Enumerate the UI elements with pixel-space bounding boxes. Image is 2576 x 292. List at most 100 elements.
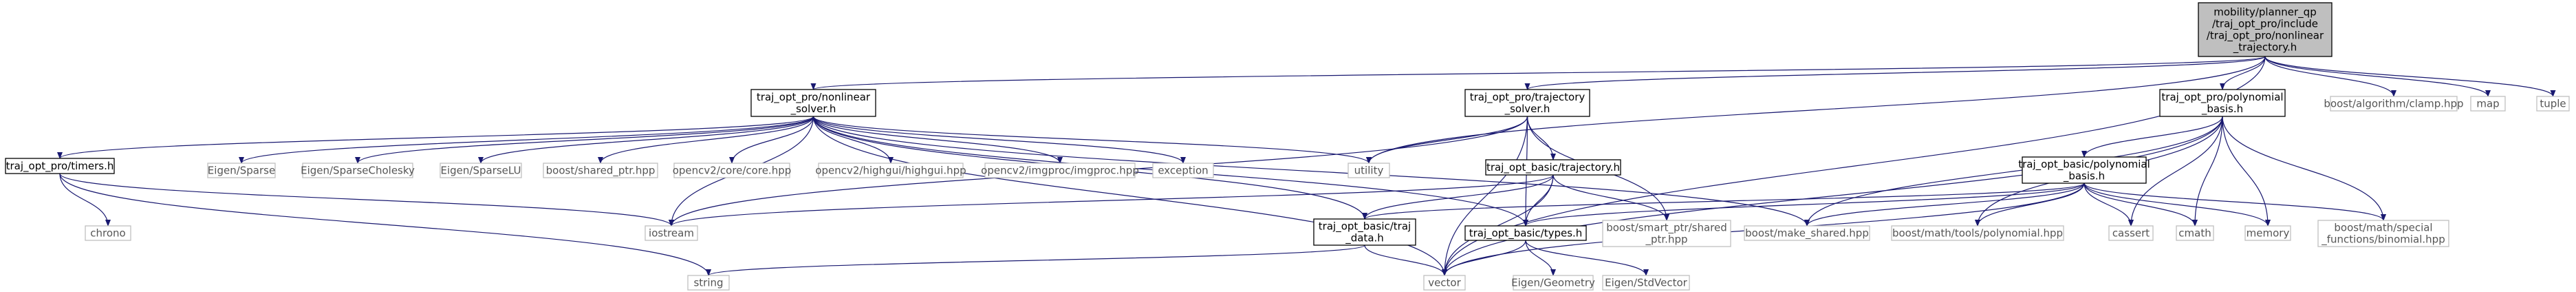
node-label-line: traj_opt_basic/types.h (1469, 227, 1583, 240)
node-box (750, 89, 876, 117)
edge-line (1804, 116, 2223, 227)
node-label-line: opencv2/imgproc/imgproc.hpp (981, 165, 1139, 177)
edge-line (2264, 56, 2396, 97)
edge-bpoly-to-cassert (2083, 182, 2134, 227)
edge-line (2083, 182, 2386, 221)
node-timers[interactable]: traj_opt_pro/timers.h (5, 158, 115, 174)
node-trs[interactable]: traj_opt_pro/trajectory_solver.h (1464, 89, 1590, 117)
edge-line (2220, 56, 2266, 90)
edge-btraj-to-bdata (1362, 174, 1554, 220)
node-label-line: Eigen/SparseCholesky (301, 165, 415, 177)
edge-trs-to-vector (1442, 116, 1528, 276)
edge-line (2083, 182, 2134, 227)
node-label-line: Eigen/SparseLU (441, 165, 521, 177)
edge-line (1523, 182, 2085, 227)
node-btraj[interactable]: traj_opt_basic/trajectory.h (1485, 159, 1621, 176)
edge-trs-to-btraj (1526, 116, 1556, 160)
edge-root-to-trs (1524, 56, 2266, 90)
node-box (2159, 89, 2286, 117)
edge-nls-to-exception (812, 116, 1186, 164)
node-box (2317, 220, 2449, 247)
node-label-line: boost/math/tools/polynomial.hpp (1892, 227, 2063, 240)
node-box (2536, 96, 2570, 112)
nodes-layer: mobility/planner_qp/traj_opt_pro/include… (5, 2, 2570, 291)
node-label-line: Eigen/StdVector (1605, 277, 1688, 289)
edge-nls-to-cvimg (812, 116, 1063, 164)
edge-line (1552, 174, 1669, 221)
node-estd: Eigen/StdVector (1602, 275, 1690, 291)
edge-nls-to-cvcore (729, 116, 814, 164)
node-label-line: memory (2247, 227, 2290, 240)
node-utility: utility (1347, 163, 1390, 178)
node-label-line: _trajectory.h (2233, 41, 2297, 54)
edge-timers-to-string (59, 173, 711, 276)
edge-timers-to-chrono (59, 173, 111, 227)
node-label-line: iostream (649, 227, 694, 240)
node-label-line: traj_opt_pro/timers.h (6, 160, 114, 173)
node-label-line: exception (1158, 165, 1208, 177)
node-box (1513, 275, 1594, 291)
edge-nls-to-utility (812, 116, 1372, 164)
node-iostream: iostream (645, 225, 698, 241)
node-label-line: boost/make_shared.hpp (1745, 227, 1869, 240)
node-label-line: _functions/binomial.hpp (2321, 233, 2445, 247)
node-smptr: boost/smart_ptr/shared_ptr.hpp (1602, 220, 1731, 247)
node-box (1891, 225, 2064, 241)
edge-line (1525, 240, 1649, 276)
node-box (1744, 225, 1870, 241)
edge-line (1804, 182, 2085, 227)
edge-bpoly-to-btypes (1523, 182, 2085, 227)
edge-nls-to-eigsparse (239, 116, 814, 164)
edge-line (669, 174, 1554, 227)
node-label-line: _solver.h (790, 103, 836, 116)
edge-btypes-to-estd (1525, 240, 1649, 276)
edge-line (59, 173, 111, 227)
edge-line (812, 116, 1186, 164)
edge-line (812, 116, 1810, 227)
node-label-line: _ptr.hpp (1645, 233, 1687, 247)
edge-btraj-to-smptr (1552, 174, 1669, 221)
node-pb[interactable]: traj_opt_pro/polynomial_basis.h (2159, 89, 2286, 117)
node-bdata[interactable]: traj_opt_basic/traj_data.h (1313, 218, 1416, 246)
edge-bdata-to-vector (1364, 244, 1447, 276)
node-box (1313, 218, 1416, 246)
edge-line (598, 116, 814, 164)
node-vector: vector (1423, 275, 1466, 291)
node-box (1152, 163, 1214, 178)
edge-pb-to-binom (2222, 116, 2386, 221)
edge-line (59, 173, 711, 276)
edge-line (1442, 116, 2223, 276)
edge-line (478, 116, 814, 164)
edge-root-to-tuple (2264, 56, 2556, 97)
edge-line (1442, 240, 1526, 276)
node-label-line: /traj_opt_pro/include (2212, 18, 2318, 31)
edge-btypes-to-egeo (1525, 240, 1556, 276)
node-map: map (2470, 96, 2506, 112)
edge-pb-to-bpoly (2081, 116, 2223, 158)
edge-pb-to-vector (1442, 116, 2223, 276)
node-cvcore: opencv2/core/core.hpp (673, 163, 791, 178)
edge-nls-to-eiglu (478, 116, 814, 164)
node-box (207, 163, 276, 178)
node-box (2022, 156, 2147, 184)
node-nls[interactable]: traj_opt_pro/nonlinear_solver.h (750, 89, 876, 117)
node-tuple: tuple (2536, 96, 2570, 112)
node-shptr: boost/shared_ptr.hpp (543, 163, 658, 178)
edge-line (59, 173, 674, 227)
edge-line (811, 56, 2266, 90)
node-btypes[interactable]: traj_opt_basic/types.h (1464, 225, 1587, 241)
node-egeo: Eigen/Geometry (1511, 275, 1595, 291)
node-bpoly[interactable]: traj_opt_basic/polynomial_basis.h (2018, 156, 2150, 184)
edge-line (1366, 56, 2266, 164)
node-label-line: boost/math/special (2334, 222, 2432, 234)
node-label-line: /traj_opt_pro/nonlinear (2207, 30, 2324, 43)
node-box (984, 163, 1136, 178)
edge-line (1975, 182, 2085, 227)
node-clamp: boost/algorithm/clamp.hpp (2324, 96, 2464, 112)
edge-line (812, 116, 1372, 164)
edge-bpoly-to-tpoly (1975, 182, 2085, 227)
edge-line (2264, 56, 2491, 97)
node-label-line: chrono (90, 227, 125, 240)
edge-line (1524, 56, 2266, 90)
node-root[interactable]: mobility/planner_qp/traj_opt_pro/include… (2198, 2, 2333, 57)
